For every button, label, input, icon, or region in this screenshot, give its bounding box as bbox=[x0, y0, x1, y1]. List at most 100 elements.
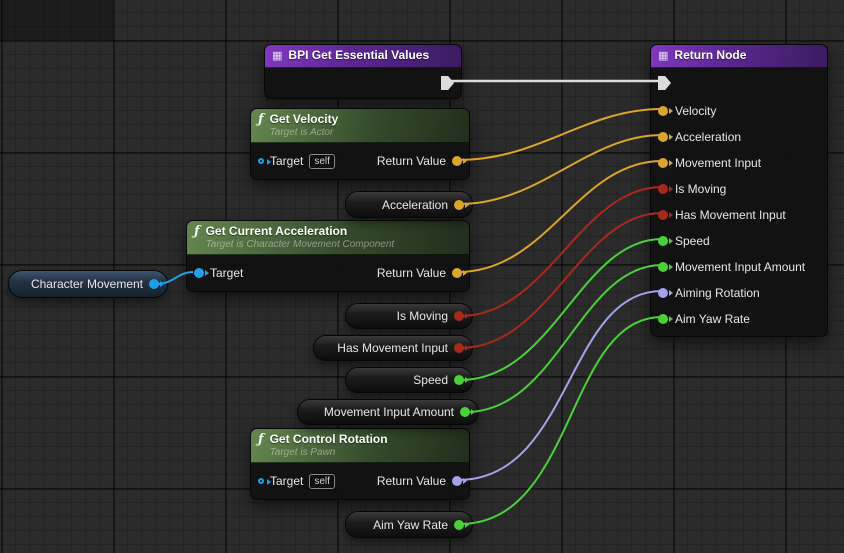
target-label: Target bbox=[270, 474, 304, 488]
aim-yaw-rate-input-pin[interactable] bbox=[658, 314, 673, 324]
return-pin-row-has-movement-input[interactable]: Has Movement Input bbox=[651, 202, 827, 228]
node-bpi-get-essential-values[interactable]: ▦ BPI Get Essential Values bbox=[264, 44, 462, 99]
return-value-output-pin[interactable] bbox=[452, 268, 467, 278]
target-label: Target bbox=[210, 266, 244, 280]
node-header: ƒ Get Current Acceleration Target is Cha… bbox=[187, 221, 469, 255]
movement-input-input-pin[interactable] bbox=[658, 158, 673, 168]
variable-label: Movement Input Amount bbox=[323, 405, 454, 419]
wire-is-moving[interactable] bbox=[459, 186, 663, 317]
wire-has-movement-input[interactable] bbox=[459, 212, 663, 349]
return-value-label: Return Value bbox=[376, 474, 446, 488]
variable-label: Has Movement Input bbox=[337, 341, 448, 355]
wire-aiming-rotation[interactable] bbox=[457, 290, 663, 481]
velocity-input-pin[interactable] bbox=[658, 106, 673, 116]
speed-input-pin[interactable] bbox=[658, 236, 673, 246]
node-title: Get Control Rotation bbox=[269, 432, 388, 446]
acceleration-input-pin[interactable] bbox=[658, 132, 673, 142]
node-get-current-acceleration[interactable]: ƒ Get Current Acceleration Target is Cha… bbox=[186, 220, 470, 292]
interface-call-icon: ▦ bbox=[272, 50, 283, 62]
pin-label: Speed bbox=[675, 234, 710, 248]
is-moving-output-pin[interactable] bbox=[454, 311, 469, 321]
node-get-velocity[interactable]: ƒ Get Velocity Target is Actor Target se… bbox=[250, 108, 470, 180]
return-pin-row-aim-yaw-rate[interactable]: Aim Yaw Rate bbox=[651, 306, 827, 332]
return-value-output-pin[interactable] bbox=[452, 156, 467, 166]
self-reference-box[interactable]: self bbox=[309, 153, 335, 169]
node-title: Get Velocity bbox=[269, 112, 339, 126]
variable-label: Acceleration bbox=[381, 197, 448, 212]
return-pin-row-movement-input-amount[interactable]: Movement Input Amount bbox=[651, 254, 827, 280]
node-header: ▦ Return Node bbox=[651, 45, 827, 68]
return-pin-row-acceleration[interactable]: Acceleration bbox=[651, 124, 827, 150]
variable-node-acceleration[interactable]: Acceleration bbox=[345, 191, 473, 218]
variable-node-is-moving[interactable]: Is Moving bbox=[345, 303, 473, 329]
pin-label: Velocity bbox=[675, 104, 717, 118]
return-pin-row-aiming-rotation[interactable]: Aiming Rotation bbox=[651, 280, 827, 306]
variable-node-movement-input-amount[interactable]: Movement Input Amount bbox=[297, 399, 479, 425]
exec-input-pin[interactable] bbox=[658, 76, 671, 90]
node-title: Get Current Acceleration bbox=[205, 224, 348, 238]
pin-label: Aiming Rotation bbox=[675, 286, 760, 300]
variable-label: Character Movement bbox=[30, 277, 143, 291]
wire-movement-input[interactable] bbox=[457, 160, 663, 273]
acceleration-output-pin[interactable] bbox=[454, 199, 469, 210]
node-header: ƒ Get Velocity Target is Actor bbox=[251, 109, 469, 143]
node-body: Target self Return Value bbox=[251, 463, 469, 499]
wire-velocity[interactable] bbox=[457, 108, 663, 161]
wire-movement-input-amount[interactable] bbox=[465, 264, 663, 413]
node-header: ▦ BPI Get Essential Values bbox=[265, 45, 461, 68]
self-reference-box[interactable]: self bbox=[309, 473, 335, 489]
function-icon: ƒ bbox=[258, 112, 264, 127]
pin-label: Movement Input bbox=[675, 156, 762, 170]
node-header: ƒ Get Control Rotation Target is Pawn bbox=[251, 429, 469, 463]
pin-label: Movement Input Amount bbox=[675, 260, 806, 274]
return-pin-row-is-moving[interactable]: Is Moving bbox=[651, 176, 827, 202]
movement-input-amount-output-pin[interactable] bbox=[460, 407, 475, 417]
target-input-pin[interactable] bbox=[258, 158, 271, 165]
variable-node-aim-yaw-rate[interactable]: Aim Yaw Rate bbox=[345, 511, 473, 538]
return-pin-row-velocity[interactable]: Velocity bbox=[651, 98, 827, 124]
return-pin-row-speed[interactable]: Speed bbox=[651, 228, 827, 254]
node-body bbox=[265, 68, 461, 98]
node-title: Return Node bbox=[674, 48, 747, 62]
return-node-icon: ▦ bbox=[658, 50, 669, 62]
wire-acceleration[interactable] bbox=[459, 134, 663, 205]
target-input-pin[interactable] bbox=[258, 478, 271, 485]
pin-label: Acceleration bbox=[675, 130, 742, 144]
variable-label: Aim Yaw Rate bbox=[373, 517, 448, 532]
return-pin-list: Velocity Acceleration Movement Input Is … bbox=[651, 98, 827, 336]
variable-node-speed[interactable]: Speed bbox=[345, 367, 473, 393]
variable-node-character-movement[interactable]: Character Movement bbox=[8, 270, 168, 298]
node-return-node[interactable]: ▦ Return Node Velocity Acceleration Move… bbox=[650, 44, 828, 337]
pin-label: Has Movement Input bbox=[675, 208, 786, 222]
variable-label: Speed bbox=[413, 373, 448, 387]
character-movement-output-pin[interactable] bbox=[149, 279, 164, 289]
has-movement-input-input-pin[interactable] bbox=[658, 210, 673, 220]
aiming-rotation-input-pin[interactable] bbox=[658, 288, 673, 298]
wire-aim-yaw-rate[interactable] bbox=[459, 316, 663, 525]
wire-speed[interactable] bbox=[459, 238, 663, 381]
variable-node-has-movement-input[interactable]: Has Movement Input bbox=[313, 335, 473, 361]
function-icon: ƒ bbox=[258, 432, 264, 447]
speed-output-pin[interactable] bbox=[454, 375, 469, 385]
has-movement-input-output-pin[interactable] bbox=[454, 343, 469, 353]
target-label: Target bbox=[270, 154, 304, 168]
return-value-label: Return Value bbox=[376, 154, 446, 168]
node-get-control-rotation[interactable]: ƒ Get Control Rotation Target is Pawn Ta… bbox=[250, 428, 470, 500]
node-subtitle: Target is Character Movement Component bbox=[205, 239, 395, 250]
target-input-pin[interactable] bbox=[194, 268, 209, 278]
node-body: Target self Return Value bbox=[251, 143, 469, 179]
return-pin-row-movement-input[interactable]: Movement Input bbox=[651, 150, 827, 176]
variable-label: Is Moving bbox=[396, 309, 448, 323]
exec-output-pin[interactable] bbox=[441, 76, 454, 90]
node-body: Target Return Value bbox=[187, 255, 469, 291]
node-subtitle: Target is Actor bbox=[269, 127, 334, 138]
movement-input-amount-input-pin[interactable] bbox=[658, 262, 673, 272]
aim-yaw-rate-output-pin[interactable] bbox=[454, 519, 469, 530]
pin-label: Aim Yaw Rate bbox=[675, 312, 750, 326]
function-icon: ƒ bbox=[194, 224, 200, 239]
return-value-output-pin[interactable] bbox=[452, 476, 467, 486]
node-subtitle: Target is Pawn bbox=[269, 447, 336, 458]
is-moving-input-pin[interactable] bbox=[658, 184, 673, 194]
graph-origin-shading bbox=[0, 0, 113, 40]
